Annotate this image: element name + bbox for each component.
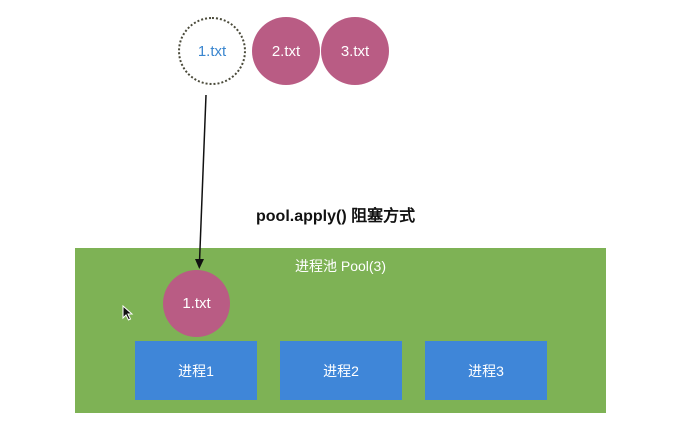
process-label: 进程3 [468,362,504,379]
task-label: 2.txt [271,42,301,60]
task-label: 1.txt [182,295,211,312]
diagram-title: pool.apply() 阻塞方式 [256,208,416,225]
process-2: 进程2 [280,341,402,400]
process-3: 进程3 [425,341,547,400]
task-label: 1.txt [197,42,227,60]
process-label: 进程2 [323,362,359,379]
process-1: 进程1 [135,341,257,400]
process-pool: 进程池 Pool(3) 1.txt 进程1 进程2 进程3 [75,248,606,413]
task-label: 3.txt [340,42,370,60]
process-label: 进程1 [178,362,214,379]
mouse-cursor-icon [122,305,134,321]
pool-label: 进程池 Pool(3) [294,258,387,274]
task-3: 3.txt [321,17,389,85]
current-task: 1.txt [163,270,230,337]
task-1-placeholder: 1.txt [178,17,246,85]
task-2: 2.txt [252,17,320,85]
